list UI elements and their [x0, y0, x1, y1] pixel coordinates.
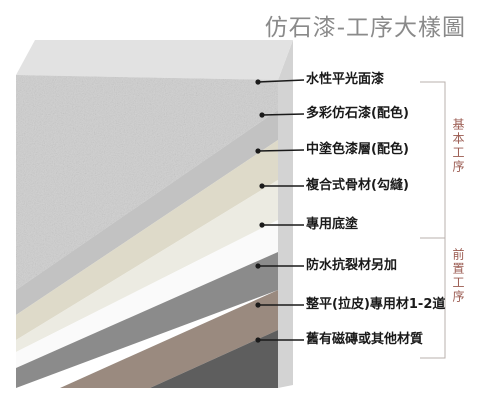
layer-band-substrate	[150, 330, 278, 388]
layer-label-waterproof: 防水抗裂材另加	[306, 258, 398, 273]
group-label-prep: 前置工序	[451, 248, 465, 304]
block-top-face	[16, 40, 293, 80]
stone-texture	[16, 75, 278, 290]
leader-dot	[255, 302, 261, 308]
layer-label-top-coat: 水性平光面漆	[306, 72, 385, 87]
layer-label-substrate: 舊有磁磚或其他材質	[306, 332, 424, 347]
layer-band-middle-coat	[16, 140, 278, 340]
layer-label-primer: 專用底塗	[306, 217, 359, 232]
leader-line	[257, 149, 305, 152]
diagram-title: 仿石漆-工序大樣圖	[264, 15, 466, 41]
leader-line	[257, 79, 305, 83]
layer-label-aggregate: 複合式骨材(勾縫)	[306, 178, 409, 193]
leader-line	[261, 113, 305, 116]
bracket-prep	[420, 237, 446, 359]
leader-dot	[259, 112, 265, 118]
layer-band-primer	[16, 220, 278, 368]
leader-dot	[255, 337, 261, 343]
layer-label-multicolor-stone: 多彩仿石漆(配色)	[306, 106, 409, 121]
leader-dot	[255, 148, 261, 154]
bracket-basic	[420, 81, 446, 239]
layer-band-multicolor-stone	[16, 110, 278, 315]
layer-band-waterproof	[16, 252, 278, 388]
block-side-face	[278, 40, 293, 388]
leader-lines	[255, 79, 305, 343]
leader-dot	[259, 183, 265, 189]
leader-dot	[255, 263, 261, 269]
leader-dot	[259, 222, 265, 228]
leader-dot	[255, 79, 261, 85]
layer-label-leveling: 整平(拉皮)專用材1-2道	[306, 297, 446, 312]
layer-band-leveling	[60, 290, 278, 388]
layer-label-middle-coat: 中塗色漆層(配色)	[306, 142, 409, 157]
group-label-basic: 基本工序	[451, 118, 465, 174]
layer-band-aggregate	[16, 180, 278, 352]
